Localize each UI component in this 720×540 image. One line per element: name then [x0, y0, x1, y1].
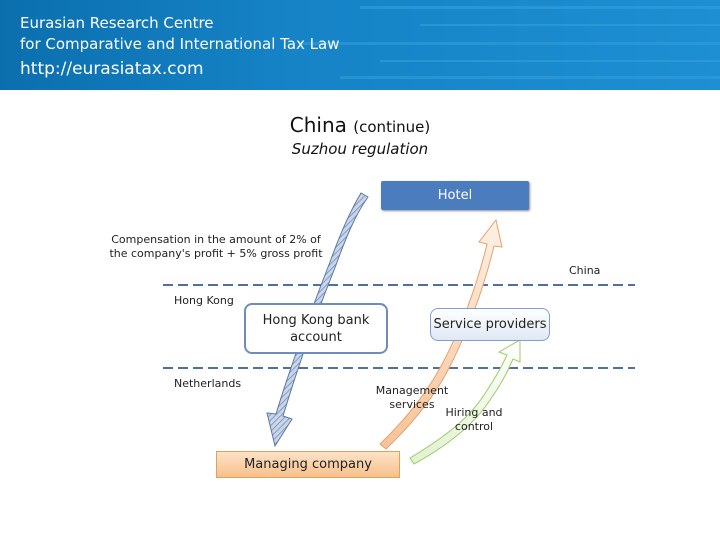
title-continue: (continue)	[353, 118, 431, 136]
page-subtitle: Suzhou regulation	[291, 140, 429, 158]
management-services-label: Management services	[375, 384, 449, 411]
page-title: China (continue)	[0, 113, 720, 137]
jurisdiction-hong-kong: Hong Kong	[174, 294, 234, 307]
banner-stripes	[300, 6, 720, 79]
header-url: http://eurasiatax.com	[20, 59, 204, 79]
header-line-2: for Comparative and International Tax La…	[20, 35, 340, 53]
hiring-label: Hiring and control	[445, 406, 503, 433]
service-providers-node: Service providers	[430, 308, 550, 341]
managing-company-node: Managing company	[216, 451, 400, 478]
hiring-arrow	[409, 339, 521, 465]
hotel-node: Hotel	[381, 181, 529, 210]
hk-bank-account-node: Hong Kong bank account	[244, 303, 388, 354]
jurisdiction-netherlands: Netherlands	[174, 377, 242, 390]
header-banner: Eurasian Research Centre for Comparative…	[0, 0, 720, 90]
management-services-arrow	[379, 218, 503, 450]
title-main: China	[289, 113, 347, 137]
header-line-1: Eurasian Research Centre	[20, 14, 214, 32]
compensation-arrow	[266, 192, 369, 448]
jurisdiction-china: China	[569, 264, 601, 277]
compensation-label: Compensation in the amount of 2% of the …	[109, 233, 323, 260]
